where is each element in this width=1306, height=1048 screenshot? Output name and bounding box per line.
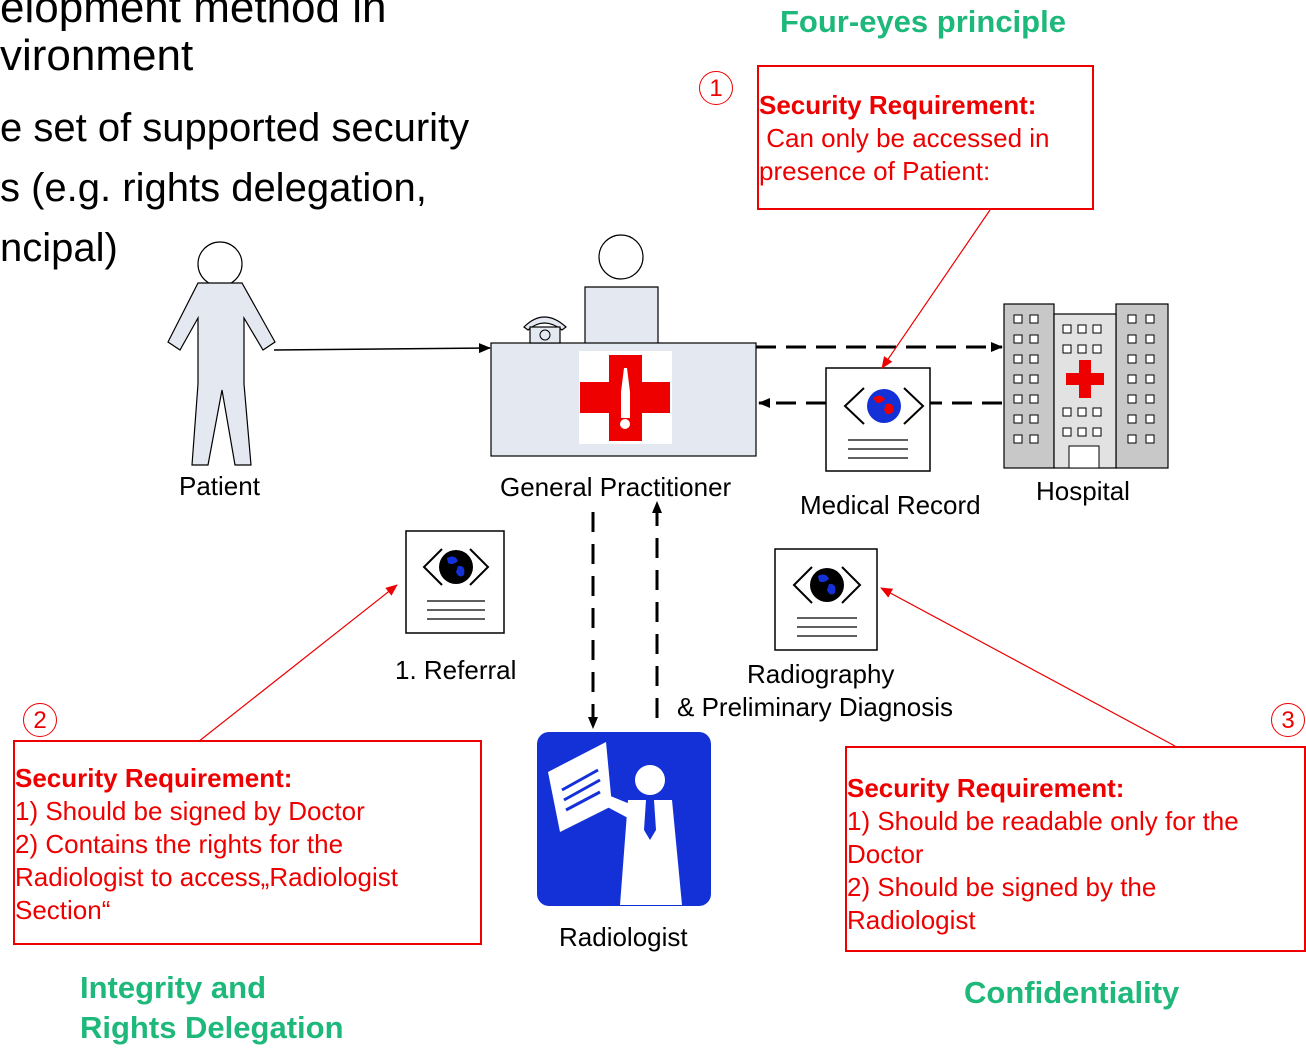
requirement-1-line-2: presence of Patient: <box>759 156 991 187</box>
requirement-2-line-4: Section“ <box>15 895 111 926</box>
category-confidentiality: Confidentiality <box>964 975 1180 1010</box>
slide-title-line-2: vironment <box>0 31 194 80</box>
requirement-2-heading: Security Requirement: <box>15 763 293 793</box>
medical-cross-icon <box>579 351 672 444</box>
radiography-document-icon <box>774 548 878 651</box>
slide-bullet-line-3: ncipal) <box>0 226 118 270</box>
category-four-eyes-principle: Four-eyes principle <box>780 4 1066 39</box>
slide-title-line-1: elopment method in <box>0 0 387 32</box>
radiologist-icon <box>537 732 711 906</box>
patient-label: Patient <box>179 471 260 501</box>
requirement-number-3: 3 <box>1271 703 1305 737</box>
requirement-1-line-1: Can only be accessed in <box>759 123 1050 154</box>
category-integrity-line-2: Rights Delegation <box>80 1010 344 1045</box>
requirement-3-line-2: Doctor <box>847 839 924 870</box>
requirement-3-heading: Security Requirement: <box>847 773 1125 803</box>
requirement-3-connector <box>880 587 1176 747</box>
referral-label: 1. Referral <box>395 655 517 685</box>
requirement-3-line-4: Radiologist <box>847 905 976 936</box>
security-requirement-box-1: Security Requirement: Can only be access… <box>757 65 1094 210</box>
requirement-2-line-1: 1) Should be signed by Doctor <box>15 796 365 827</box>
referral-document-icon <box>405 530 505 634</box>
telephone-icon <box>523 316 567 344</box>
slide-bullet-line-1: e set of supported security <box>0 106 470 150</box>
security-requirement-box-2: Security Requirement: 1) Should be signe… <box>13 740 482 945</box>
requirement-2-connector <box>197 584 398 743</box>
requirement-3-line-3: 2) Should be signed by the <box>847 872 1157 903</box>
radiography-label-line-2: & Preliminary Diagnosis <box>677 692 953 722</box>
medical-record-label: Medical Record <box>800 490 981 520</box>
requirement-number-1: 1 <box>699 71 733 105</box>
radiography-label-line-1: Radiography <box>747 659 895 689</box>
general-practitioner-label: General Practitioner <box>500 472 732 502</box>
requirement-3-line-1: 1) Should be readable only for the <box>847 806 1239 837</box>
hospital-building-icon <box>1003 303 1169 469</box>
requirement-number-2: 2 <box>23 703 57 737</box>
requirement-1-heading: Security Requirement: <box>759 90 1037 120</box>
radiologist-label: Radiologist <box>559 922 688 952</box>
requirement-1-connector <box>881 209 991 369</box>
slide-bullet-line-2: s (e.g. rights delegation, <box>0 166 427 210</box>
security-requirement-box-3: Security Requirement: 1) Should be reada… <box>845 746 1306 952</box>
requirement-2-line-2: 2) Contains the rights for the <box>15 829 344 860</box>
requirement-2-line-3: Radiologist to access„Radiologist <box>15 862 398 893</box>
category-integrity-line-1: Integrity and <box>80 970 267 1005</box>
medical-record-document-icon <box>825 367 931 472</box>
patient-icon <box>167 241 276 466</box>
hospital-label: Hospital <box>1036 476 1130 506</box>
patient-to-gp-arrow <box>273 343 491 354</box>
